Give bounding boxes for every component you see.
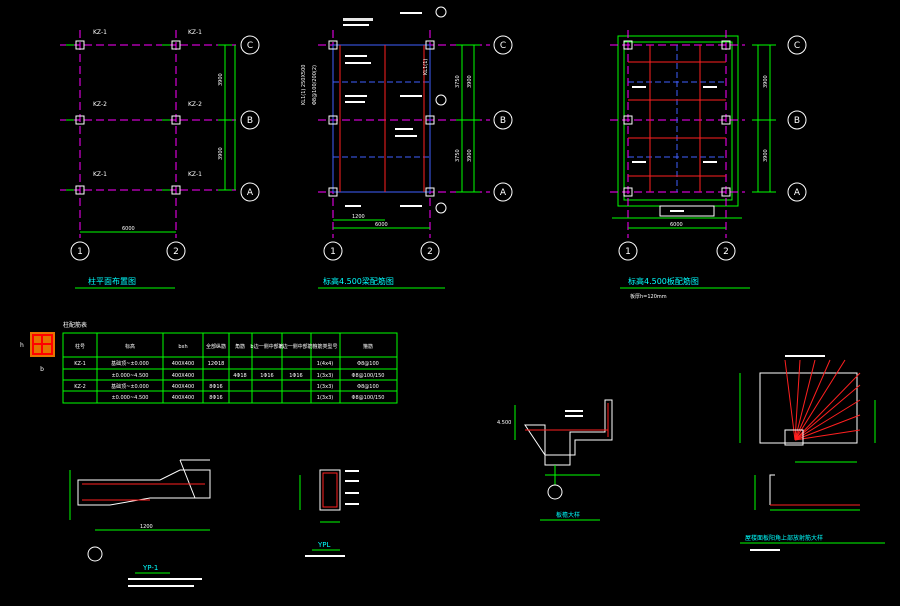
dim-label: 6000 <box>670 222 683 228</box>
table-cell: Φ8@100 <box>357 384 379 390</box>
axis-label: 2 <box>723 247 729 257</box>
dim-label: 3750 <box>455 75 461 88</box>
table-cell: 400X400 <box>172 384 195 390</box>
table-header: 标高 <box>125 343 135 350</box>
table-cell: 1(3x3) <box>317 395 333 401</box>
table-title: 柱配筋表 <box>63 321 87 329</box>
dim-label: 3900 <box>218 73 224 86</box>
svg-text:KL1(1): KL1(1) <box>423 59 429 75</box>
axis-label: C <box>500 41 506 51</box>
dim-label: 1200 <box>140 524 153 530</box>
table-cell: KZ-2 <box>74 384 86 390</box>
detail-title: 板檐大样 <box>556 511 580 519</box>
column-label: KZ-2 <box>93 101 107 108</box>
table-cell: ±0.000~4.500 <box>111 395 148 401</box>
column-label: KZ-1 <box>188 171 202 178</box>
corner-rebar-detail: 屋楼面板阳角上部放射筋大样 <box>739 355 885 551</box>
table-cell: Φ8@100/150 <box>352 395 385 401</box>
dim-label: 3900 <box>467 75 473 88</box>
table-cell: 8Φ16 <box>209 395 222 401</box>
yp1-detail: 1200 YP-1 <box>69 459 211 587</box>
table-header: 全部纵筋 <box>206 343 226 350</box>
dim-label: 3900 <box>763 149 769 162</box>
detail-title: YP-1 <box>142 564 158 572</box>
table-cell: 1(3x3) <box>317 373 333 379</box>
axis-label: B <box>500 116 506 126</box>
axis-label: C <box>794 41 800 51</box>
axis-label: C <box>247 41 253 51</box>
beam-plan: KL1(1) 250X500 Φ8@100/200(2) KL1(1) 3750… <box>301 6 513 289</box>
table-header: h边一侧中部筋 <box>279 343 312 350</box>
slab-plan: 3900 3900 6000 C B A 1 2 标高4.500板配筋图 板厚h… <box>610 30 807 300</box>
axis-label: 2 <box>427 247 433 257</box>
table-cell: 基础顶~±0.000 <box>111 383 149 390</box>
table-cell: 基础顶~±0.000 <box>111 360 149 367</box>
table-cell: 400X400 <box>172 361 195 367</box>
detail-title: 屋楼面板阳角上部放射筋大样 <box>745 534 823 542</box>
dim-label: 3750 <box>455 149 461 162</box>
plan-title: 柱平面布置图 <box>88 276 136 286</box>
table-header: 箍筋 <box>363 343 373 350</box>
table-header: bxh <box>178 344 187 350</box>
plan-title: 标高4.500梁配筋图 <box>323 276 394 286</box>
column-section-icon: b h <box>20 332 55 373</box>
table-cell: 8Φ16 <box>209 384 222 390</box>
dim-label: 6000 <box>375 222 388 228</box>
axis-label: 1 <box>77 247 83 257</box>
axis-label: A <box>794 188 801 198</box>
svg-text:Φ8@100/200(2): Φ8@100/200(2) <box>312 65 318 105</box>
table-header: b边一侧中部筋 <box>250 343 283 350</box>
dim-label: 3900 <box>763 75 769 88</box>
column-label: KZ-1 <box>93 29 107 36</box>
reinforcement-table: 柱配筋表 柱号 标高 bxh 全部纵筋 角筋 <box>62 321 398 404</box>
column-label: KZ-2 <box>188 101 202 108</box>
dim-label: 6000 <box>122 226 135 232</box>
table-header: 箍筋类型号 <box>312 343 337 350</box>
table-cell: 1Φ16 <box>260 373 273 379</box>
table-cell: ±0.000~4.500 <box>111 373 148 379</box>
elevation-label: 4.500 <box>497 420 511 426</box>
table-header: 角筋 <box>235 343 245 350</box>
table-cell: 1Φ16 <box>289 373 302 379</box>
table-header: 柱号 <box>75 343 85 350</box>
column-plan: KZ-1 KZ-1 KZ-2 KZ-2 KZ-1 KZ-1 <box>60 29 260 289</box>
axis-label: 2 <box>173 247 179 257</box>
plan-note: 板厚h=120mm <box>630 293 667 300</box>
column-label: KZ-1 <box>93 171 107 178</box>
detail-title: YPL <box>317 541 330 549</box>
axis-label: A <box>500 188 507 198</box>
table-cell: 1(4x4) <box>317 361 333 367</box>
table-cell: KZ-1 <box>74 361 86 367</box>
table-cell: 12Φ18 <box>208 361 225 367</box>
table-cell: Φ8@100 <box>357 361 379 367</box>
eave-detail: 4.500 板檐大样 <box>497 399 613 521</box>
table-cell: 1(3x3) <box>317 384 333 390</box>
axis-label: B <box>794 116 800 126</box>
table-cell: Φ8@100/150 <box>352 373 385 379</box>
table-cell: 400X400 <box>172 395 195 401</box>
ypl-detail: YPL <box>299 469 359 557</box>
plan-title: 标高4.500板配筋图 <box>628 276 699 286</box>
dim-label: 3900 <box>467 149 473 162</box>
dim-label: 1200 <box>352 214 365 220</box>
section-label: h <box>20 342 24 349</box>
svg-text:KL1(1) 250X500: KL1(1) 250X500 <box>301 65 307 105</box>
table-cell: 4Φ18 <box>233 373 246 379</box>
axis-label: 1 <box>625 247 631 257</box>
section-label: b <box>40 366 44 373</box>
axis-label: 1 <box>330 247 336 257</box>
axis-label: A <box>247 188 254 198</box>
column-label: KZ-1 <box>188 29 202 36</box>
dim-label: 3900 <box>218 147 224 160</box>
table-cell: 400X400 <box>172 373 195 379</box>
axis-label: B <box>247 116 253 126</box>
